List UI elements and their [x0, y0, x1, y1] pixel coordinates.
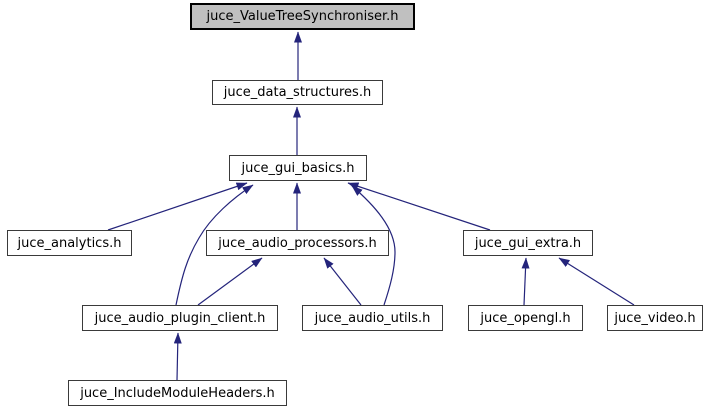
node-label: juce_video.h: [614, 310, 696, 326]
node-juce_IncludeModuleHeaders_h[interactable]: juce_IncludeModuleHeaders.h: [68, 380, 287, 406]
node-label: juce_opengl.h: [480, 310, 571, 326]
node-label: juce_data_structures.h: [223, 85, 372, 100]
edge-juce_gui_extra_h-to-juce_gui_basics_h: [347, 182, 491, 231]
node-juce_gui_basics_h[interactable]: juce_gui_basics.h: [229, 155, 367, 181]
node-juce_audio_plugin_client_h[interactable]: juce_audio_plugin_client.h: [82, 305, 278, 331]
node-label: juce_audio_processors.h: [218, 235, 377, 251]
edge-juce_analytics_h-to-juce_gui_basics_h: [107, 182, 248, 231]
node-juce_ValueTreeSynchroniser_h: juce_ValueTreeSynchroniser.h: [190, 3, 415, 30]
edge-juce_audio_plugin_client_h-to-juce_gui_basics_h: [175, 184, 254, 306]
node-juce_audio_utils_h[interactable]: juce_audio_utils.h: [302, 305, 443, 331]
node-juce_data_structures_h[interactable]: juce_data_structures.h: [212, 80, 383, 105]
node-label: juce_gui_basics.h: [241, 160, 355, 176]
node-juce_analytics_h[interactable]: juce_analytics.h: [7, 230, 132, 256]
node-label: juce_audio_plugin_client.h: [94, 310, 266, 326]
edge-juce_audio_utils_h-to-juce_audio_processors_h: [323, 257, 362, 306]
edge-juce_opengl_h-to-juce_gui_extra_h: [521, 257, 530, 306]
edge-juce_IncludeModuleHeaders_h-to-juce_audio_plugin_client_h: [173, 332, 182, 381]
node-juce_gui_extra_h[interactable]: juce_gui_extra.h: [463, 230, 593, 256]
node-juce_video_h[interactable]: juce_video.h: [607, 305, 703, 331]
edge-juce_video_h-to-juce_gui_extra_h: [558, 257, 635, 306]
edge-juce_audio_plugin_client_h-to-juce_audio_processors_h: [197, 257, 263, 306]
node-label: juce_gui_extra.h: [474, 235, 582, 251]
node-juce_audio_processors_h[interactable]: juce_audio_processors.h: [206, 230, 389, 256]
node-label: juce_IncludeModuleHeaders.h: [80, 385, 275, 401]
node-label: juce_audio_utils.h: [314, 310, 431, 326]
node-label: juce_ValueTreeSynchroniser.h: [206, 9, 399, 24]
edge-juce_audio_utils_h-to-juce_gui_basics_h: [351, 185, 396, 306]
node-label: juce_analytics.h: [17, 235, 122, 251]
node-juce_opengl_h[interactable]: juce_opengl.h: [468, 305, 583, 331]
dependency-edges: [107, 31, 635, 381]
